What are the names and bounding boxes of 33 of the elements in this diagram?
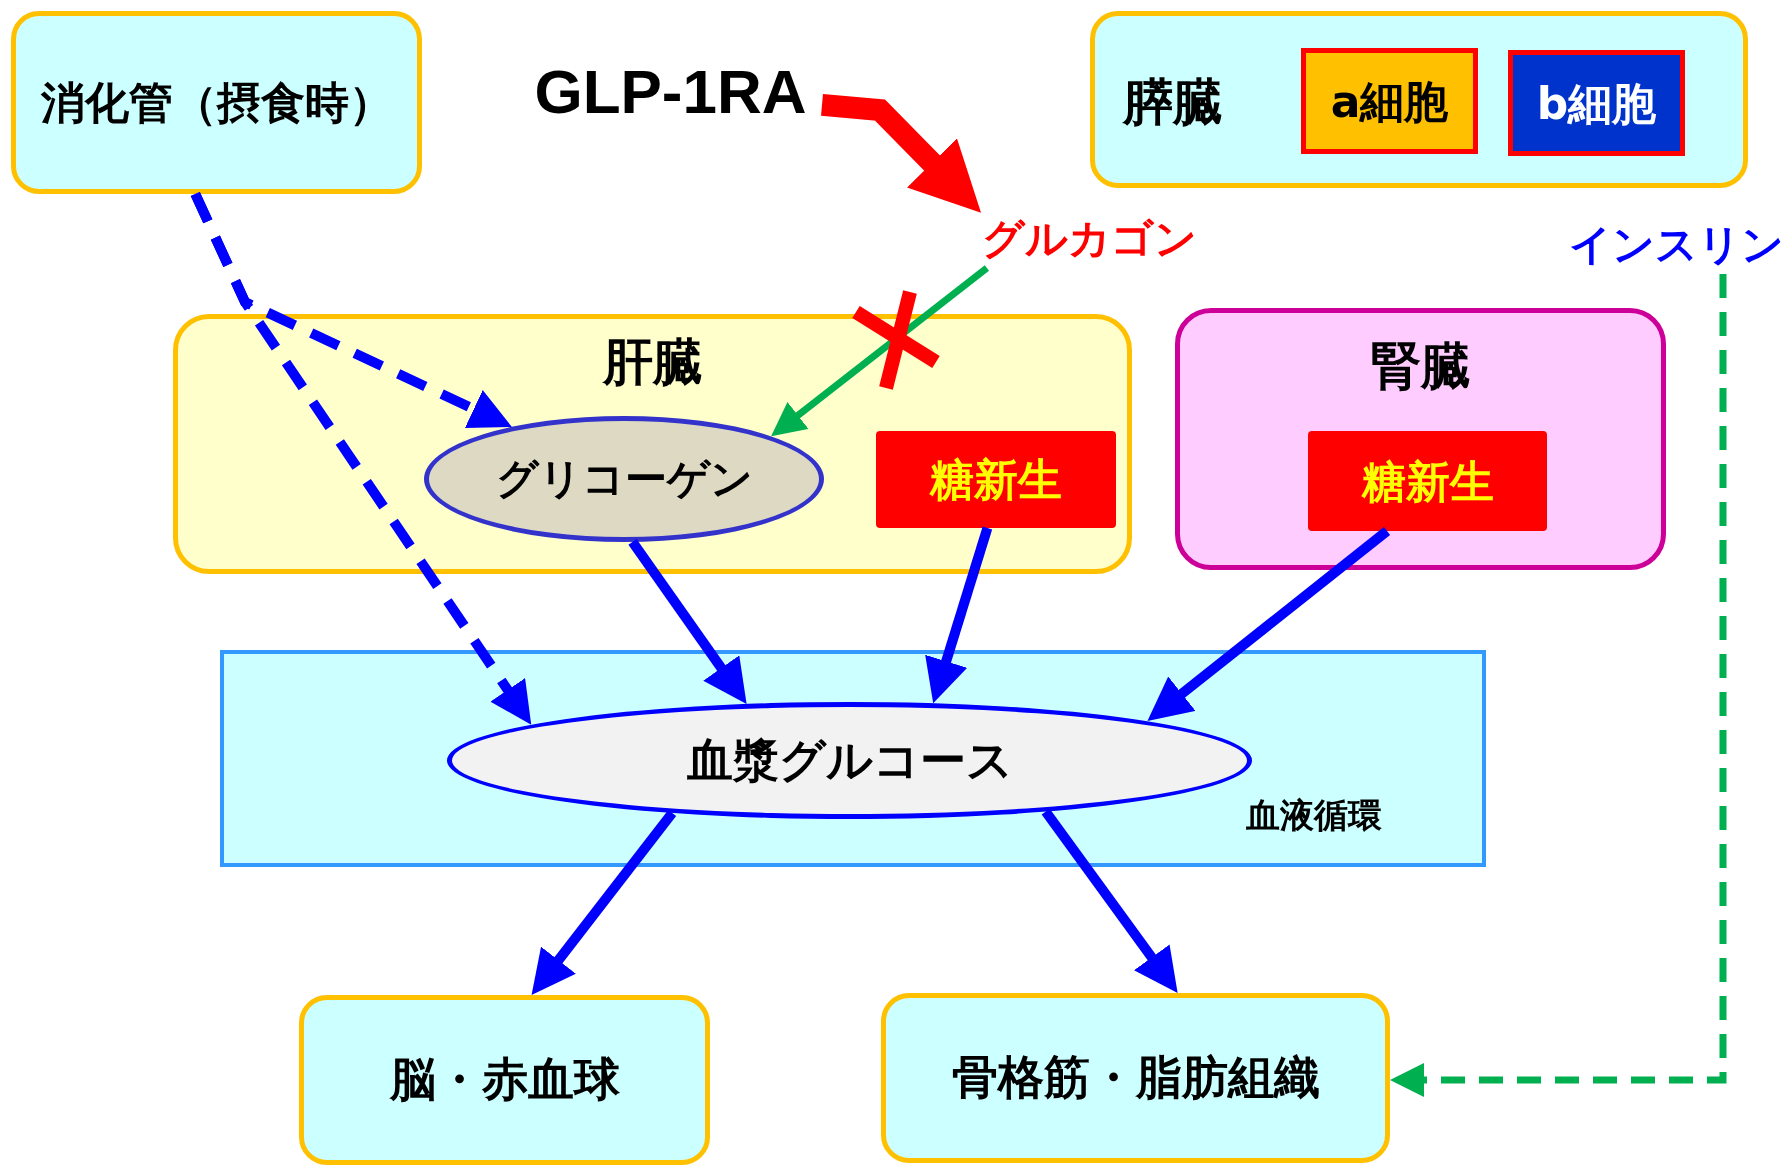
node-label: 糖新生	[930, 453, 1062, 507]
arrow	[1147, 527, 1391, 722]
circulation-box	[220, 650, 1486, 867]
process-box	[876, 431, 1116, 528]
organ-box	[11, 11, 422, 194]
node-label: 糖新生	[1361, 454, 1494, 509]
arrow	[531, 809, 677, 995]
node-label: 骨格筋・脂肪組織	[951, 1049, 1320, 1107]
arrow	[190, 191, 532, 725]
node-label: 血漿グルコース	[686, 731, 1013, 789]
heading-text: 肝臓	[602, 332, 703, 393]
cell-box	[1508, 50, 1685, 156]
node-label: 脳・赤血球	[389, 1051, 620, 1109]
cell-box	[1301, 48, 1478, 154]
arrow	[628, 539, 747, 704]
annotation-text: GLP-1RA	[534, 55, 807, 128]
process-box	[1308, 431, 1547, 531]
annotation-text: インスリン	[1568, 219, 1784, 272]
arrow	[1041, 808, 1178, 993]
heading-text: 膵臓	[1123, 72, 1223, 133]
annotation-text: グルカゴン	[982, 213, 1197, 266]
heading-text: 腎臓	[1370, 336, 1471, 397]
tissue-box	[881, 993, 1390, 1163]
tissue-box	[299, 995, 710, 1165]
heading-text: 血液循環	[1246, 794, 1382, 837]
organ-box	[1090, 11, 1748, 188]
node-label: 消化管（摂食時）	[40, 76, 393, 130]
organ-box	[173, 314, 1132, 574]
node-label: b細胞	[1536, 76, 1657, 131]
node-label: a細胞	[1330, 74, 1449, 129]
organ-box	[1175, 308, 1666, 570]
arrow	[771, 265, 990, 437]
node-label: グリコーゲン	[495, 452, 753, 505]
